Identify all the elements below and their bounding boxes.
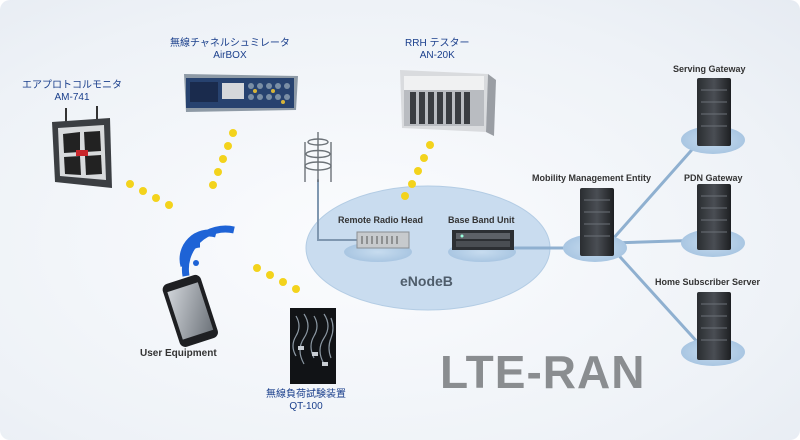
serving-gateway-server-icon [697,78,731,146]
wireless-dots [126,129,434,293]
antenna-tower-icon [304,132,332,182]
pdn-gateway-label: PDN Gateway [684,173,743,183]
load-tester-device [290,308,336,384]
channel-simulator-label: 無線チャネルシュミレータ AirBOX [170,38,290,62]
serving-gateway-label: Serving Gateway [673,64,746,74]
protocol-monitor-device [52,106,112,188]
diagram-title: LTE-RAN [440,346,646,398]
rrh-tester-device [400,70,496,136]
protocol-monitor-label: エアプロトコルモニタ AM-741 [22,80,122,104]
protocol-monitor-model: AM-741 [54,92,90,103]
remote-radio-head-label: Remote Radio Head [338,215,424,225]
load-tester-label: 無線負荷試験装置 QT-100 [266,389,346,413]
smartphone-icon [162,274,218,347]
rrh-tester-name: RRH テスター [405,38,470,49]
base-band-unit-label: Base Band Unit [448,215,515,225]
core-links [317,133,707,347]
channel-simulator-name: 無線チャネルシュミレータ [170,38,290,49]
load-tester-name: 無線負荷試験装置 [266,389,346,400]
user-equipment-label: User Equipment [140,348,217,359]
base-band-unit-device [452,230,514,250]
channel-simulator-device [184,74,298,112]
wifi-signal-icon [179,225,235,277]
mme-server-icon [580,188,614,256]
rrh-tester-model: AN-20K [419,50,455,61]
load-tester-model: QT-100 [289,401,323,412]
mme-label: Mobility Management Entity [532,173,652,183]
hss-label: Home Subscriber Server [655,277,761,287]
rrh-tester-label: RRH テスター AN-20K [405,38,469,62]
channel-simulator-model: AirBOX [213,50,247,61]
enodeb-label: eNodeB [400,273,453,289]
protocol-monitor-name: エアプロトコルモニタ [22,80,122,91]
pdn-gateway-server-icon [697,184,731,250]
hss-server-icon [697,292,731,360]
remote-radio-head-device [356,231,410,249]
